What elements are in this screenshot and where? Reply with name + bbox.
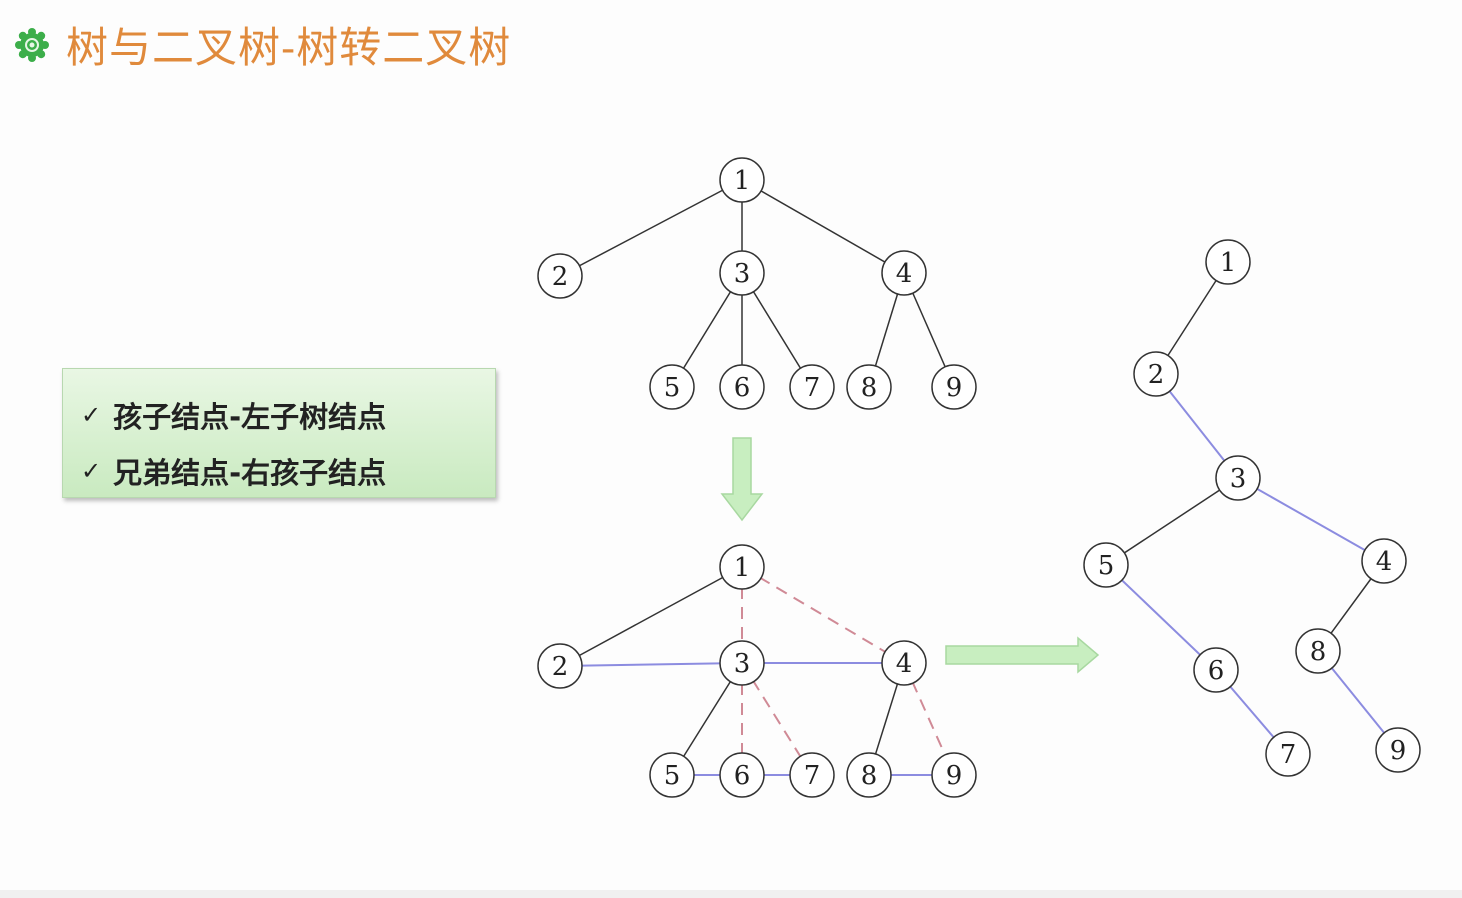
tree-node	[1205, 239, 1251, 285]
footer-bar	[0, 890, 1462, 898]
node-label: 4	[896, 649, 913, 679]
node-label: 7	[804, 761, 821, 791]
child-edge	[741, 179, 905, 274]
node-label: 2	[552, 652, 569, 682]
down-arrow-icon	[720, 437, 764, 522]
node-label: 4	[896, 259, 913, 289]
tree-node	[719, 640, 765, 686]
tree-node	[846, 752, 892, 798]
rules-box: ✓ 孩子结点-左子树结点 ✓ 兄弟结点-右孩子结点	[62, 368, 496, 498]
tree-node	[649, 752, 695, 798]
gear-flower-icon	[15, 27, 49, 62]
node-label: 8	[861, 761, 878, 791]
tree-node	[719, 544, 765, 590]
node-label: 1	[734, 166, 751, 196]
node-label: 5	[664, 373, 681, 403]
tree-node	[719, 250, 765, 296]
node-label: 3	[1230, 464, 1247, 494]
child-edge	[1105, 477, 1239, 566]
node-label: 6	[734, 373, 751, 403]
tree-node	[1193, 647, 1239, 693]
title-text: 树与二叉树-树转二叉树	[66, 23, 512, 72]
tree-node	[789, 752, 835, 798]
tree-node	[1133, 351, 1179, 397]
sibling-edge	[1105, 564, 1217, 671]
rule-text: 孩子结点-左子树结点	[113, 400, 387, 434]
child-edge	[559, 566, 743, 667]
node-label: 8	[861, 373, 878, 403]
tree-node	[1215, 455, 1261, 501]
tree-node	[1083, 542, 1129, 588]
tree-node	[649, 364, 695, 410]
check-icon: ✓	[81, 457, 102, 485]
tree-node	[537, 253, 583, 299]
node-label: 7	[1280, 740, 1297, 770]
child-edge	[559, 179, 743, 277]
node-label: 6	[1208, 656, 1225, 686]
node-label: 3	[734, 259, 751, 289]
node-label: 7	[804, 373, 821, 403]
rule-text: 兄弟结点-右孩子结点	[113, 456, 387, 490]
tree-node	[881, 640, 927, 686]
node-label: 3	[734, 649, 751, 679]
check-icon: ✓	[81, 401, 102, 429]
removed-edge	[741, 566, 905, 664]
tree-node	[789, 364, 835, 410]
tree-node	[1375, 727, 1421, 773]
node-label: 5	[664, 761, 681, 791]
sibling-edge	[559, 662, 743, 667]
tree-node	[1361, 538, 1407, 584]
tree-node	[881, 250, 927, 296]
node-label: 5	[1098, 551, 1115, 581]
node-label: 1	[1220, 248, 1237, 278]
tree-node	[719, 157, 765, 203]
node-label: 8	[1310, 637, 1327, 667]
tree-node	[931, 752, 977, 798]
sibling-edge	[1237, 477, 1385, 562]
node-label: 6	[734, 761, 751, 791]
node-label: 1	[734, 553, 751, 583]
node-label: 9	[946, 373, 963, 403]
tree-node	[719, 364, 765, 410]
tree-node	[719, 752, 765, 798]
node-label: 9	[946, 761, 963, 791]
rule-sibling: ✓ 兄弟结点-右孩子结点	[81, 443, 495, 499]
slide-title: 树与二叉树-树转二叉树	[14, 14, 511, 75]
tree-node	[1265, 731, 1311, 777]
tree-node	[1295, 628, 1341, 674]
tree-node	[537, 643, 583, 689]
node-label: 9	[1390, 736, 1407, 766]
tree-node	[931, 364, 977, 410]
node-label: 2	[552, 262, 569, 292]
tree-node	[846, 364, 892, 410]
node-label: 4	[1376, 547, 1393, 577]
right-arrow-icon	[945, 636, 1100, 674]
rule-child: ✓ 孩子结点-左子树结点	[81, 387, 495, 443]
node-label: 2	[1148, 360, 1165, 390]
